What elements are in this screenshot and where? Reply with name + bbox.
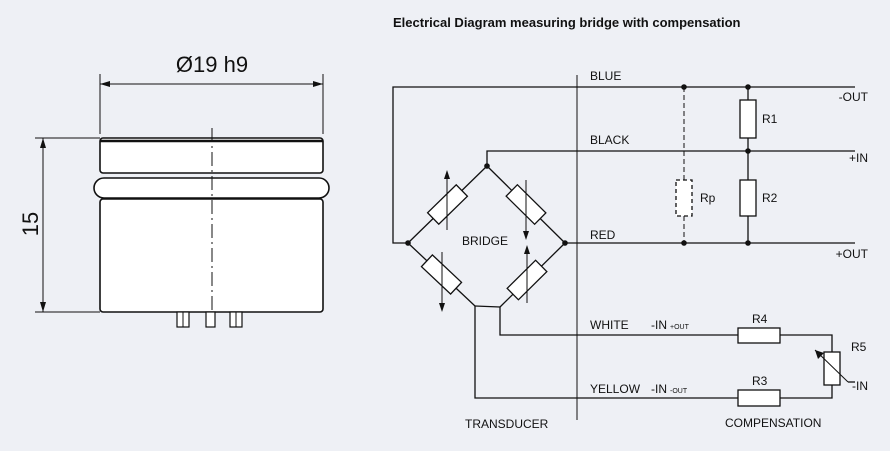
terminal-in-minus: -IN xyxy=(852,379,868,393)
resistor-r5: R5 xyxy=(814,340,867,386)
sensor-drawing: Ø19 h9 15 xyxy=(18,52,330,328)
resistor-r3: R3 xyxy=(737,374,781,407)
wire-white: WHITE -IN +OUT xyxy=(499,307,833,352)
height-dimension: 15 xyxy=(18,137,100,313)
resistor-rp: Rp xyxy=(675,84,716,246)
height-label: 15 xyxy=(18,212,43,236)
resistor-r1: R1 xyxy=(739,84,778,151)
resistor-r2: R2 xyxy=(739,148,778,246)
wire-blue: BLUE xyxy=(392,69,855,244)
resistor-r4: R4 xyxy=(737,312,781,344)
yellow-signal-sub: -OUT xyxy=(670,388,688,395)
white-signal-main: -IN xyxy=(651,318,667,332)
terminal-out-minus: -OUT xyxy=(839,90,869,104)
wire-white-label: WHITE xyxy=(590,318,629,332)
wire-blue-label: BLUE xyxy=(590,69,621,83)
diagram-title: Electrical Diagram measuring bridge with… xyxy=(393,15,741,30)
r5-label: R5 xyxy=(851,340,867,354)
compensation-label: COMPENSATION xyxy=(725,416,821,430)
wire-black: BLACK xyxy=(486,133,855,166)
wire-red: RED xyxy=(565,228,855,244)
transducer-label: TRANSDUCER xyxy=(465,417,549,431)
yellow-signal-main: -IN xyxy=(651,382,667,396)
wire-black-label: BLACK xyxy=(590,133,629,147)
wire-yellow-label: YELLOW xyxy=(590,382,641,396)
bridge-label: BRIDGE xyxy=(462,234,508,248)
rp-label: Rp xyxy=(700,191,716,205)
r3-label: R3 xyxy=(752,374,768,388)
white-signal-sub: +OUT xyxy=(670,324,690,331)
terminal-in-plus: +IN xyxy=(849,151,868,165)
r4-label: R4 xyxy=(752,312,768,326)
sensor-body xyxy=(93,128,330,328)
bridge: BRIDGE xyxy=(405,163,568,312)
wire-yellow: YELLOW -IN -OUT xyxy=(474,306,833,399)
terminal-out-plus: +OUT xyxy=(836,247,869,261)
diameter-label: Ø19 h9 xyxy=(176,52,248,77)
diameter-dimension: Ø19 h9 xyxy=(99,52,324,134)
r2-label: R2 xyxy=(762,191,778,205)
wire-red-label: RED xyxy=(590,228,616,242)
r1-label: R1 xyxy=(762,112,778,126)
